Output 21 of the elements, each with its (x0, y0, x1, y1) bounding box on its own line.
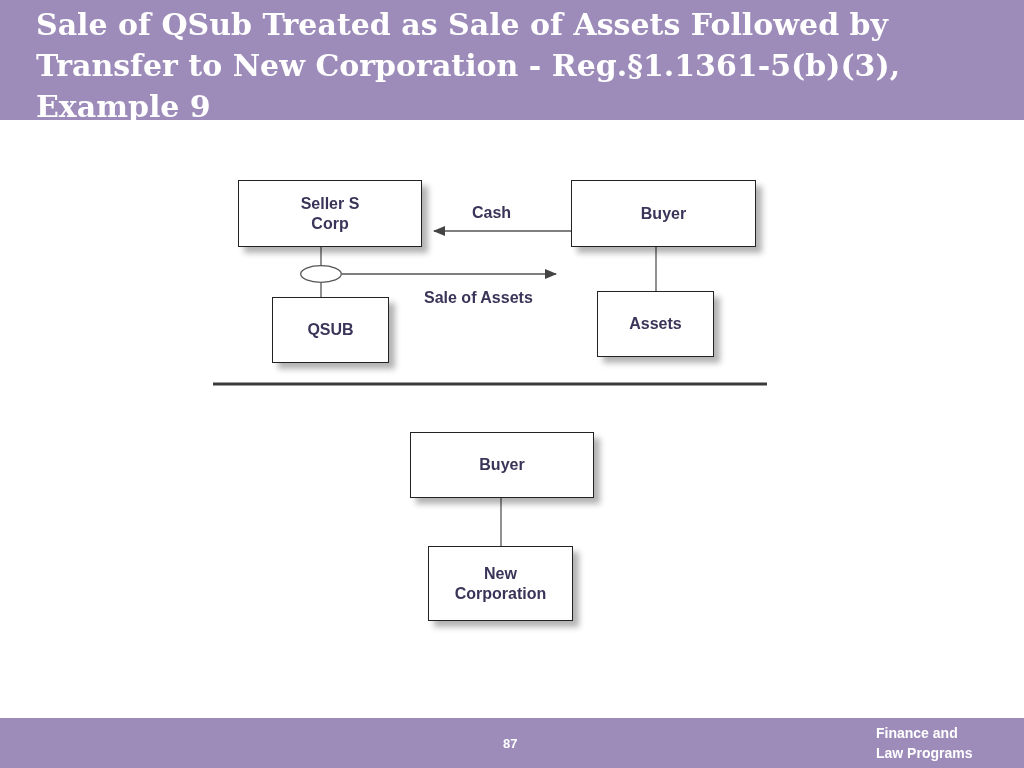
entity-label: QSUB (307, 320, 354, 340)
connector-line (320, 246, 322, 266)
entity-box (238, 180, 422, 247)
arrow (433, 226, 572, 236)
entity-label: New Corporation (453, 563, 548, 604)
connector-line (320, 282, 322, 298)
entity-label: Buyer (640, 203, 687, 224)
connector-line (655, 246, 657, 292)
connector-line (500, 497, 502, 547)
page-number: 87 (503, 735, 518, 753)
entity-box (571, 180, 756, 247)
arrow (341, 269, 557, 279)
entity-label: Seller S Corp (299, 193, 361, 234)
footer-text: Finance and Law Programs (876, 724, 974, 763)
entity-box (597, 291, 714, 357)
entity-box (428, 546, 573, 621)
entity-box (410, 432, 594, 498)
entity-box (272, 297, 389, 363)
slide-title: Sale of QSub Treated as Sale of Assets Followed by Transfer to New Corporation - Reg.§1.1361-5(b)(3), Example 9 (36, 6, 902, 126)
entity-label: Buyer (479, 455, 525, 475)
entity-label: Assets (629, 314, 682, 334)
